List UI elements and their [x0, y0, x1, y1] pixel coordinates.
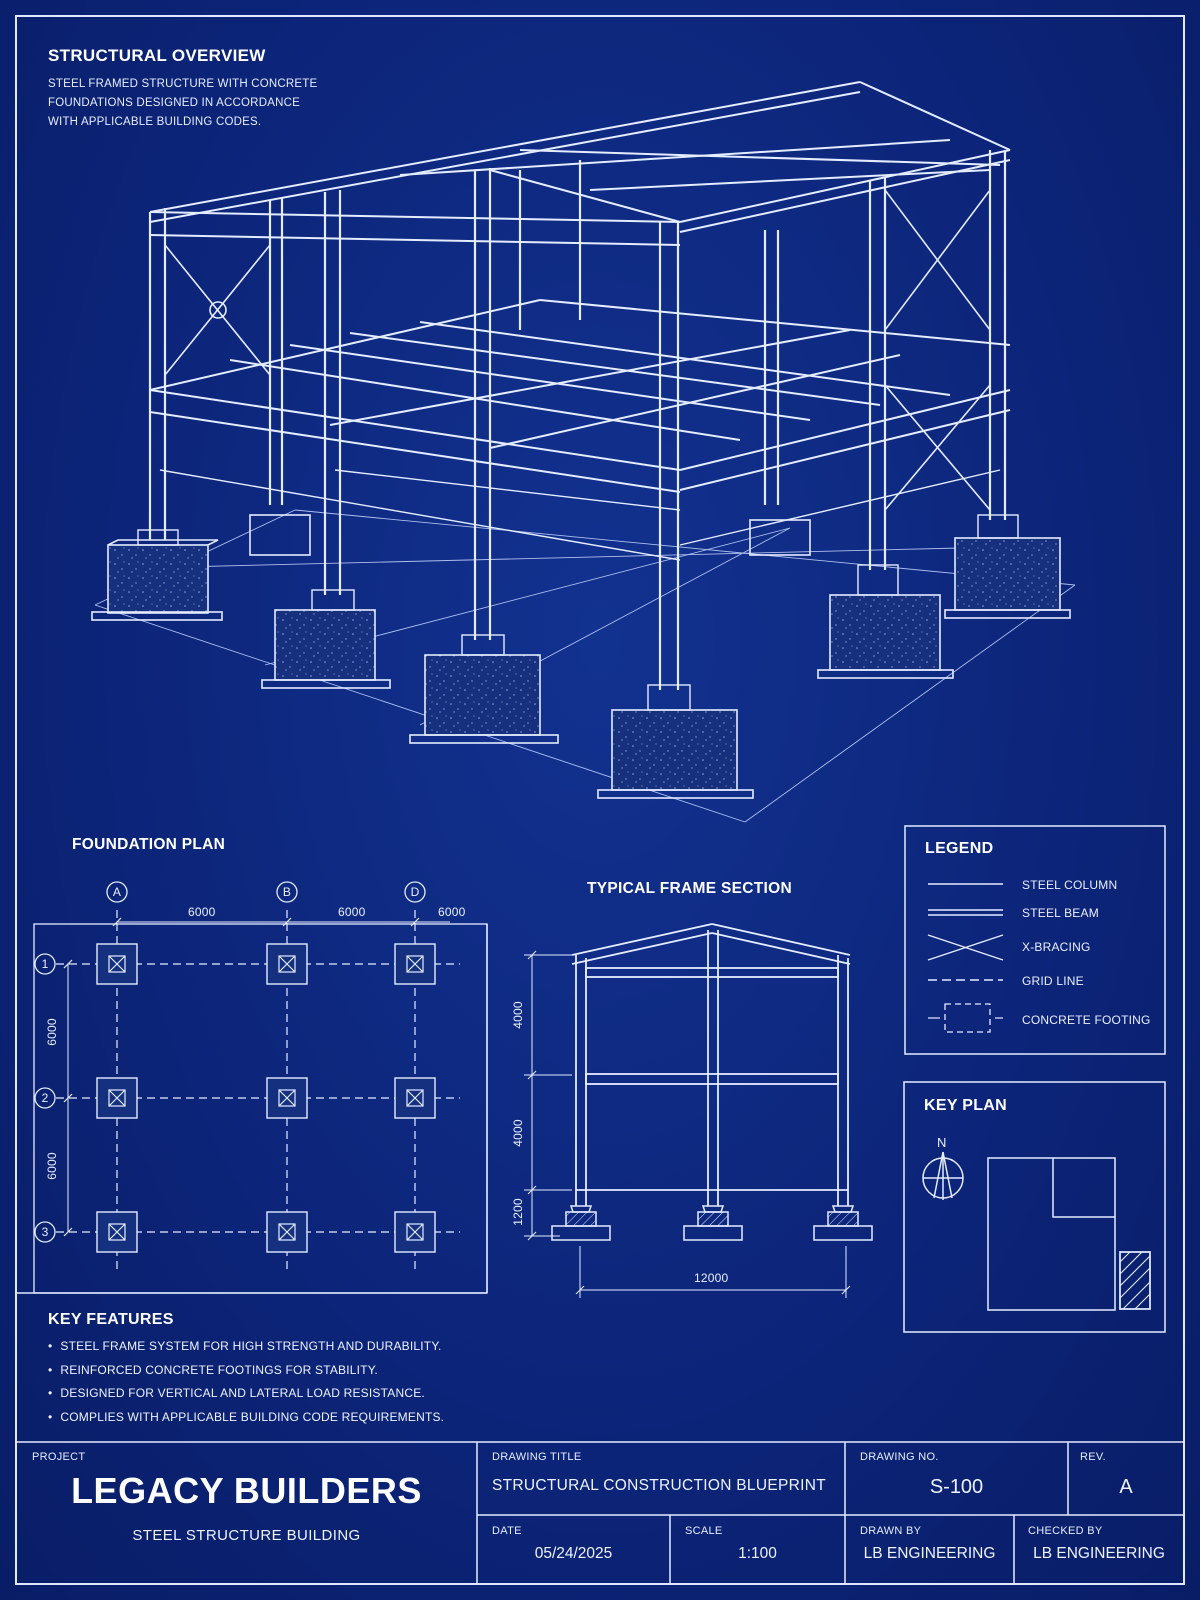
drawing-no: S-100: [929, 1476, 984, 1498]
rev-value: A: [1119, 1476, 1133, 1498]
list-item: STEEL FRAME SYSTEM FOR HIGH STRENGTH AND…: [48, 1335, 444, 1359]
dimension-label: 6000: [188, 905, 216, 919]
grid-label-row: 1: [41, 957, 49, 971]
grid-label-col: B: [282, 885, 292, 899]
grid-label-row: 3: [41, 1225, 49, 1239]
north-label: N: [937, 1135, 947, 1150]
grid-label-col: D: [410, 885, 420, 899]
date-value: 05/24/2025: [534, 1545, 613, 1562]
key-features-list: STEEL FRAME SYSTEM FOR HIGH STRENGTH AND…: [48, 1335, 444, 1429]
dimension-label: 6000: [438, 905, 466, 919]
checked-by-label: CHECKED BY: [1028, 1525, 1103, 1537]
project-subtitle: STEEL STRUCTURE BUILDING: [132, 1527, 361, 1544]
overview-line: FOUNDATIONS DESIGNED IN ACCORDANCE: [48, 97, 300, 109]
grid-label-col: A: [112, 885, 122, 899]
dimension-label: 12000: [694, 1271, 729, 1285]
dimension-label: 6000: [338, 905, 366, 919]
foundation-plan-title: FOUNDATION PLAN: [72, 836, 226, 853]
legend-item-steel-beam: STEEL BEAM: [1022, 906, 1099, 920]
legend-box: [904, 825, 1166, 1055]
outer-border: [15, 15, 1185, 1585]
isometric-structure: [91, 81, 1076, 823]
scale-label: SCALE: [685, 1525, 723, 1537]
legend-item-x-bracing: X-BRACING: [1022, 940, 1091, 954]
legend-symbol-footing: [944, 1003, 991, 1033]
frame-section-title: TYPICAL FRAME SECTION: [587, 880, 792, 897]
list-item: COMPLIES WITH APPLICABLE BUILDING CODE R…: [48, 1406, 444, 1430]
legend-item-steel-column: STEEL COLUMN: [1022, 878, 1118, 892]
date-label: DATE: [492, 1525, 522, 1537]
rev-label: REV.: [1080, 1451, 1106, 1463]
drawing-title: STRUCTURAL CONSTRUCTION BLUEPRINT: [492, 1477, 826, 1494]
grid-label-row: 2: [41, 1091, 49, 1105]
drawn-by-value: LB ENGINEERING: [863, 1545, 996, 1562]
foundation-plan-drawing: [33, 881, 488, 1294]
key-features-title: KEY FEATURES: [48, 1311, 174, 1328]
checked-by-value: LB ENGINEERING: [1033, 1545, 1165, 1562]
key-plan-title: KEY PLAN: [924, 1097, 1008, 1114]
list-item: DESIGNED FOR VERTICAL AND LATERAL LOAD R…: [48, 1382, 444, 1406]
list-item: REINFORCED CONCRETE FOOTINGS FOR STABILI…: [48, 1359, 444, 1383]
drawing-title-label: DRAWING TITLE: [492, 1451, 582, 1463]
project-label: PROJECT: [32, 1451, 86, 1463]
drawing-no-label: DRAWING NO.: [860, 1451, 939, 1463]
legend-title: LEGEND: [925, 840, 994, 857]
overview-title: STRUCTURAL OVERVIEW: [48, 46, 266, 65]
legend-item-concrete-footing: CONCRETE FOOTING: [1022, 1013, 1151, 1027]
overview-description: STEEL FRAMED STRUCTURE WITH CONCRETE FOU…: [48, 75, 317, 132]
overview-line: STEEL FRAMED STRUCTURE WITH CONCRETE: [48, 78, 318, 90]
drawn-by-label: DRAWN BY: [860, 1525, 922, 1537]
legend-item-grid-line: GRID LINE: [1022, 974, 1084, 988]
project-name: LEGACY BUILDERS: [71, 1470, 422, 1511]
frame-section-drawing: [524, 923, 873, 1298]
overview-line: WITH APPLICABLE BUILDING CODES.: [48, 116, 262, 128]
scale-value: 1:100: [738, 1545, 777, 1562]
